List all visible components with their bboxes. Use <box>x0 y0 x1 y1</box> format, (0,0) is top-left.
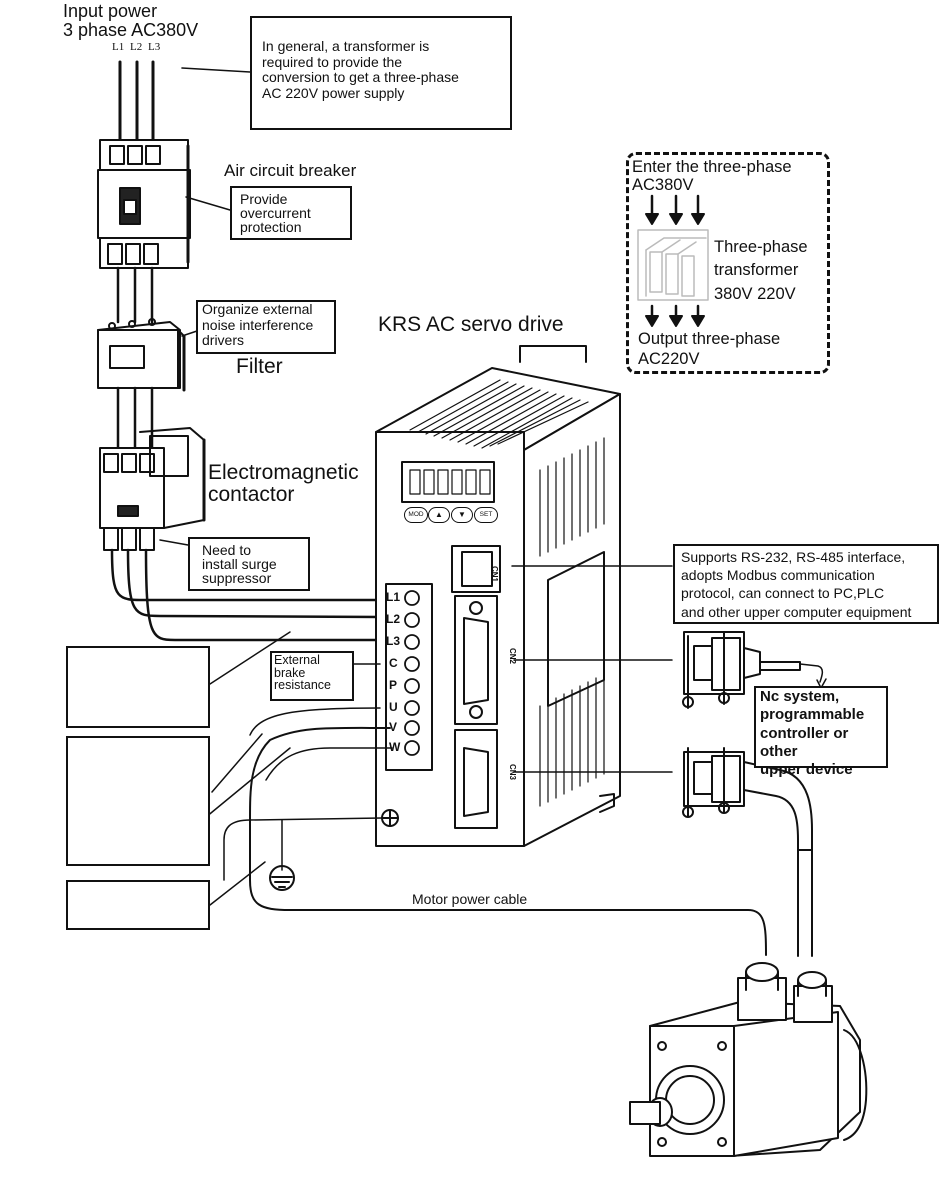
upper-device-box: Nc system, programmable controller or ot… <box>754 686 888 778</box>
comm-note-text: Supports RS-232, RS-485 interface, adopt… <box>681 549 912 620</box>
input-power-wires <box>118 60 155 144</box>
comm-note-box: Supports RS-232, RS-485 interface, adopt… <box>673 544 939 624</box>
phase-label-l3: L3 <box>148 41 161 53</box>
transformer-dashed-box <box>626 152 830 374</box>
terminal-v: V <box>389 720 398 734</box>
breaker-note-box: Provide overcurrent protection <box>230 186 352 240</box>
breaker-note-text: Provide overcurrent protection <box>240 191 311 235</box>
mod-button[interactable]: MOD <box>404 507 428 523</box>
side-vents <box>539 437 605 807</box>
annotation-box-1 <box>66 646 210 728</box>
contactor-leader <box>159 539 189 546</box>
down-button[interactable]: ▼ <box>451 507 473 523</box>
transformer-icon <box>637 194 709 327</box>
set-button[interactable]: SET <box>474 507 498 523</box>
up-button[interactable]: ▲ <box>428 507 450 523</box>
cn3-connector <box>682 747 813 957</box>
brake-note-box: External brake resistance <box>270 651 354 701</box>
contactor-note-text: Need to install surge suppressor <box>202 542 277 586</box>
upper-device-text: Nc system, programmable controller or ot… <box>760 688 865 779</box>
servo-drive-body <box>375 345 621 847</box>
servo-drive-title: KRS AC servo drive <box>378 313 564 336</box>
terminal-u: U <box>389 700 398 714</box>
motor-power-cable <box>249 726 767 956</box>
cn2-connector <box>682 631 827 709</box>
input-power-title: Input power 3 phase AC380V <box>63 1 199 41</box>
filter-note-box: Organize external noise interference dri… <box>196 300 336 354</box>
transformer-note-box: In general, a transformer is required to… <box>250 16 512 130</box>
contactor-note-box: Need to install surge suppressor <box>188 537 310 591</box>
electromagnetic-contactor <box>99 427 206 551</box>
air-circuit-breaker <box>97 139 191 269</box>
breaker-filter-wires <box>116 266 154 324</box>
terminal-c: C <box>389 656 398 670</box>
ground-symbol <box>269 865 295 891</box>
noise-filter <box>97 318 186 392</box>
led-display <box>409 469 491 495</box>
motor-cable-w <box>265 747 393 781</box>
breaker-title: Air circuit breaker <box>224 161 357 180</box>
terminal-p: P <box>389 678 398 692</box>
terminal-leaders <box>199 631 381 906</box>
transformer-enter-label: Enter the three-phase AC380V <box>632 158 792 195</box>
filter-note-text: Organize external noise interference dri… <box>202 301 314 349</box>
port-cn1-label: CN1 <box>490 566 499 583</box>
terminal-l2: L2 <box>386 612 401 626</box>
breaker-leader <box>185 196 231 211</box>
contactor-drive-wires <box>110 548 397 642</box>
filter-title: Filter <box>236 355 283 378</box>
input-power-line2: 3 phase AC380V <box>63 20 199 41</box>
drive-button-row: MOD ▲ ▼ SET <box>404 507 498 523</box>
ground-wire <box>223 817 383 881</box>
annotation-box-3 <box>66 880 210 930</box>
transformer-output-label: Output three-phase AC220V <box>638 330 781 368</box>
input-power-line1: Input power <box>63 1 158 21</box>
motor-cable-label: Motor power cable <box>412 891 528 907</box>
terminal-l3: L3 <box>386 634 401 648</box>
top-vents <box>409 379 589 449</box>
phase-label-l2: L2 <box>130 41 143 53</box>
port-cn2-label: CN2 <box>508 648 517 665</box>
input-arrows <box>650 194 700 218</box>
terminal-l1: L1 <box>386 590 401 604</box>
filter-contactor-wires <box>116 386 154 450</box>
annotation-box-2 <box>66 736 210 866</box>
phase-label-l1: L1 <box>112 41 125 53</box>
brake-note-text: External brake resistance <box>274 653 331 692</box>
transformer-note-text: In general, a transformer is required to… <box>262 38 459 102</box>
port-cn3-label: CN3 <box>508 764 517 781</box>
terminal-screws <box>404 590 420 756</box>
servo-motor <box>629 962 868 1157</box>
transformer-label: Three-phase transformer 380V 220V <box>714 238 808 303</box>
contactor-title: Electromagnetic contactor <box>208 461 359 507</box>
transformer-leader <box>181 67 251 73</box>
terminal-w: W <box>389 740 401 754</box>
